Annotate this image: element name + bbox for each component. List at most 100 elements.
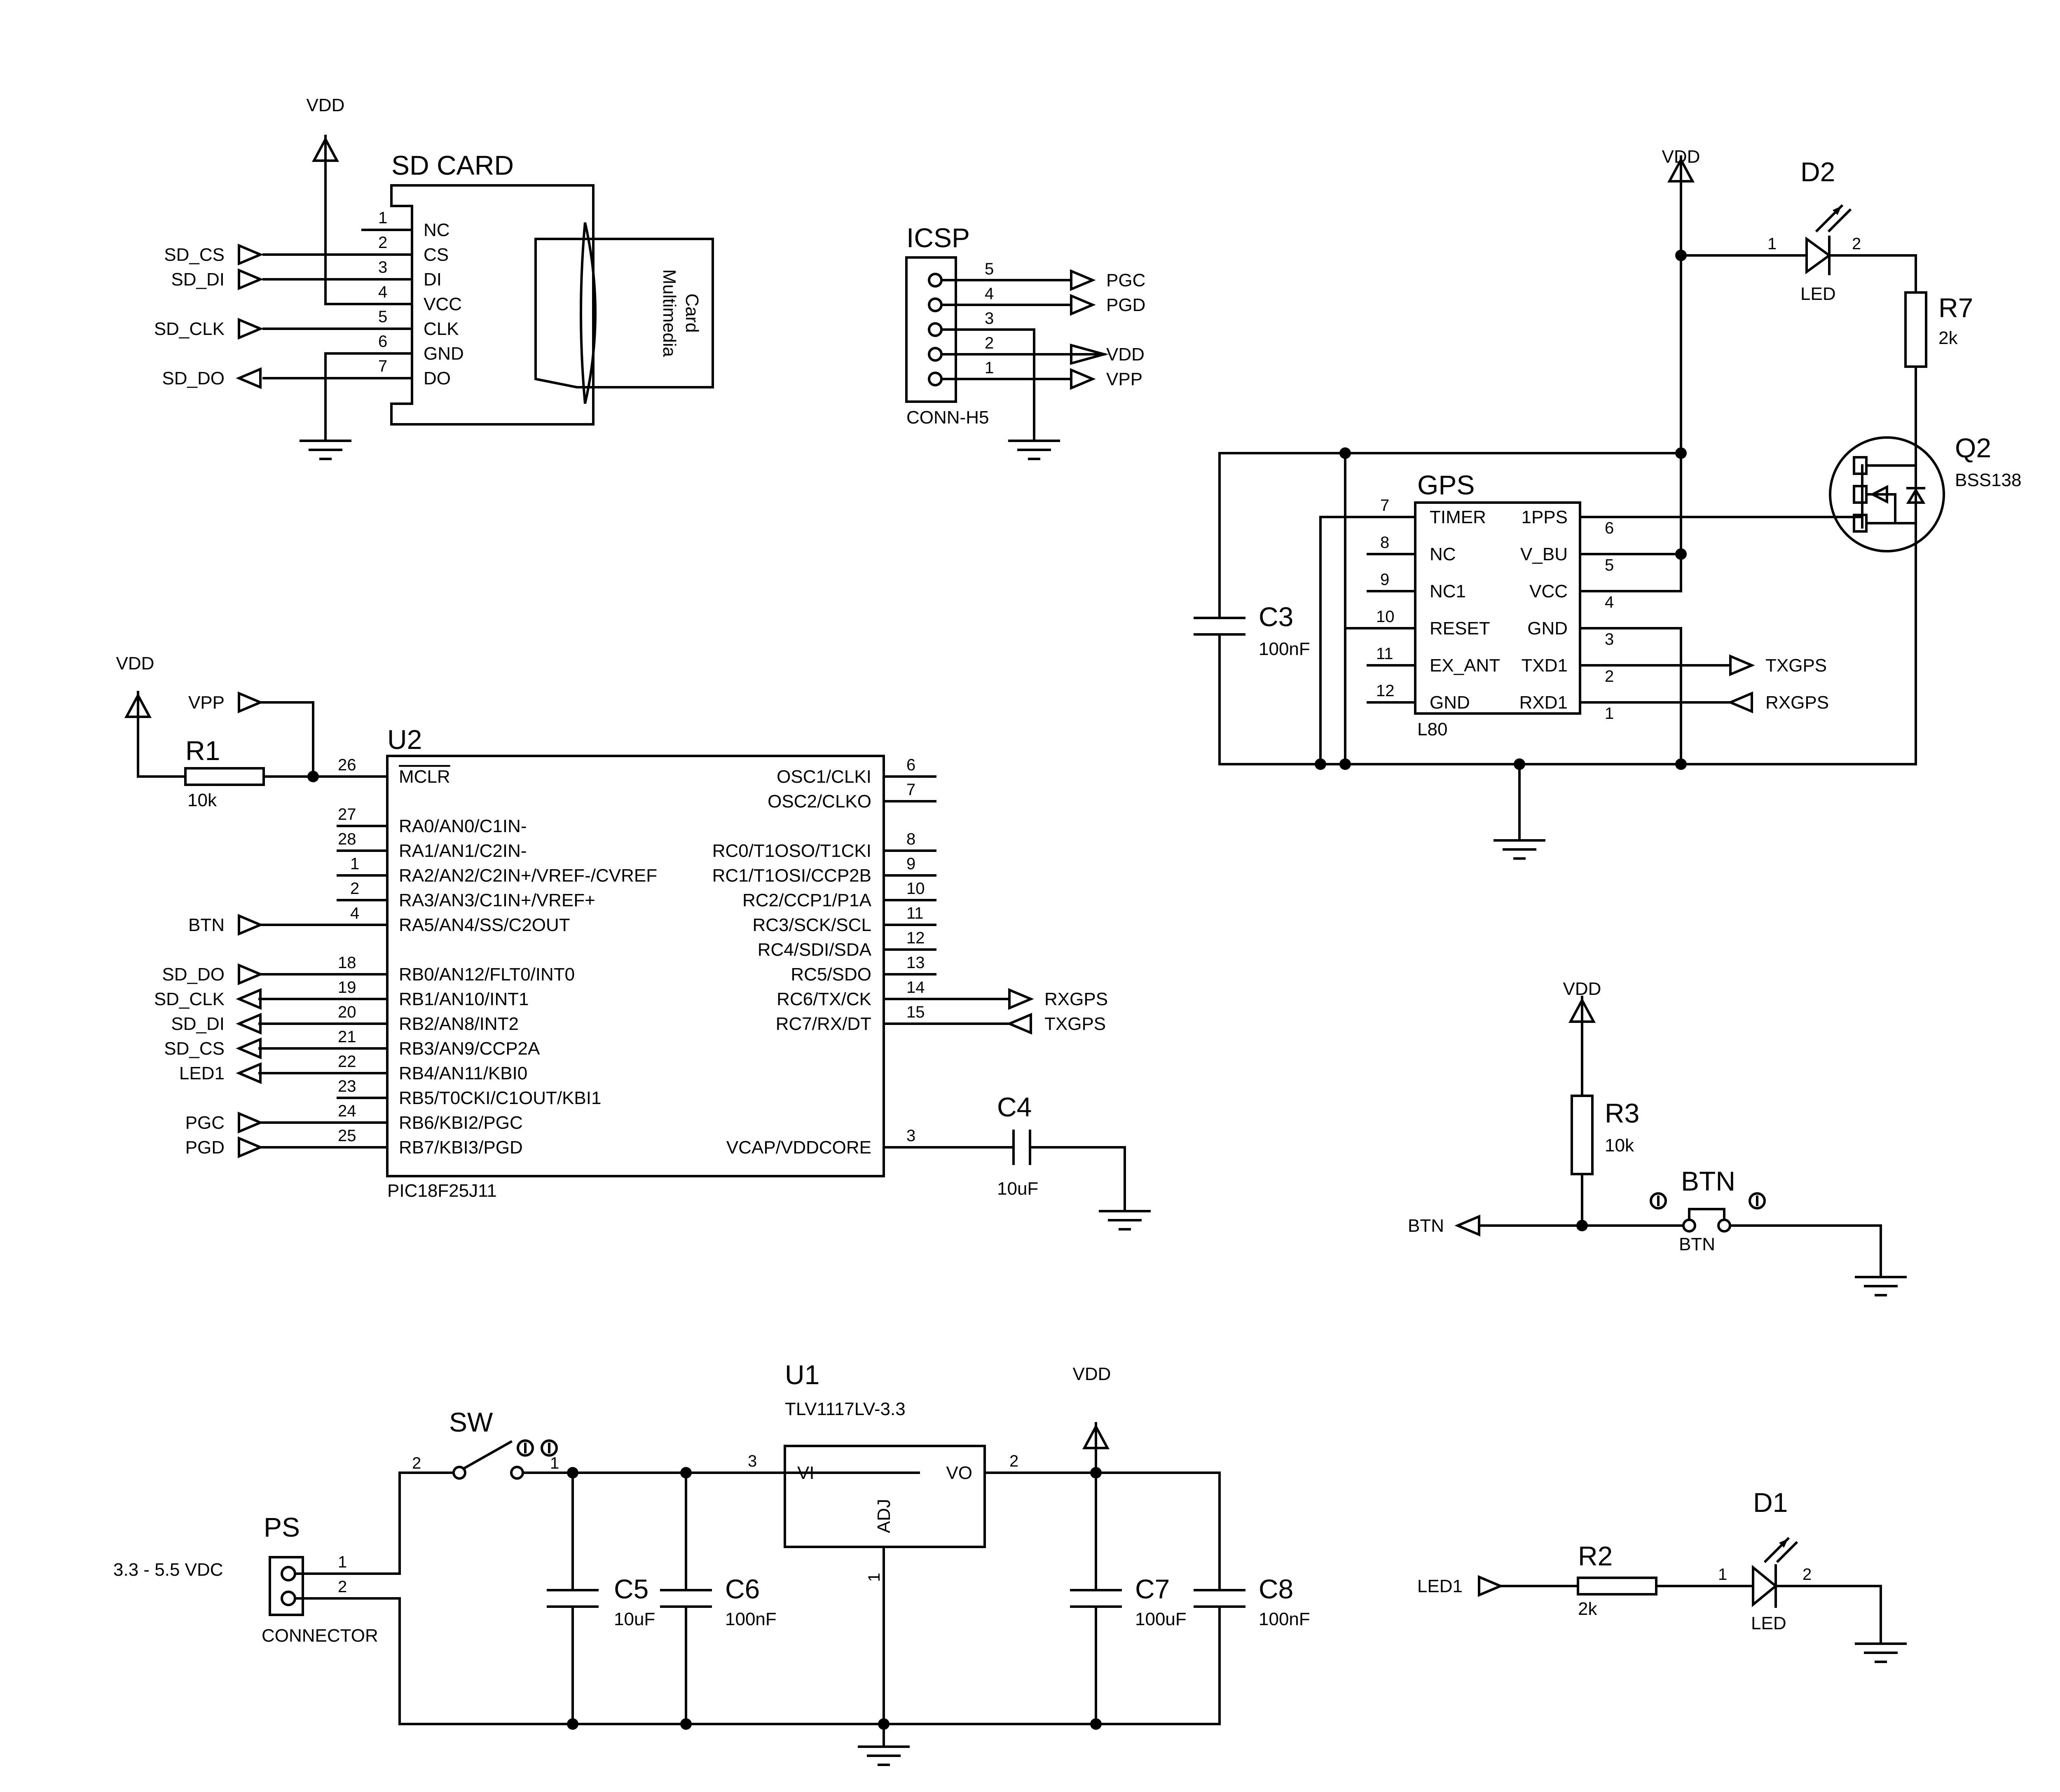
arrow-up-icon [1650,1192,1667,1209]
sdcard-pin-num: 2 [378,234,387,252]
port-output-symbol [1009,990,1031,1008]
sdcard-pin-num: 5 [378,308,387,326]
c5-ref: C5 [614,1574,648,1604]
gps-pin-name: GND [1430,692,1470,713]
c4-value: 10uF [997,1179,1038,1199]
u2-pin-name: RC6/TX/CK [777,989,871,1009]
net-label-btn: BTN [188,915,225,935]
u1-value: TLV1117LV-3.3 [785,1399,906,1419]
net-label-pgd: PGD [1106,295,1145,315]
u2-pin-num: 10 [906,880,925,898]
u2-pin-num: 7 [906,781,915,799]
u2-pin-name: VCAP/VDDCORE [726,1137,871,1158]
q2-ref: Q2 [1955,433,1991,463]
net-label-sd-cs: SD_CS [164,245,225,265]
ps-input-voltage: 3.3 - 5.5 VDC [113,1560,223,1580]
gps-pin-name: EX_ANT [1430,655,1500,676]
resistor-r2-body [1577,1577,1657,1595]
gps-pin-num: 3 [1605,630,1614,648]
capacitor-c4: C4 10uF [997,1092,1149,1229]
u2-pin-name: RC4/SDI/SDA [758,940,872,960]
u2-pin-name: RB4/AN11/KBI0 [399,1063,527,1083]
sdcard-body [390,184,595,426]
gps-pin-num: 9 [1380,571,1389,589]
sdcard-ref: SD CARD [391,150,514,180]
u1-vdd-label: VDD [1073,1364,1111,1384]
sdcard-card-label-2: Multimedia [659,269,679,357]
u2-body [386,755,885,1177]
u2-pin-name: RA0/AN0/C1IN- [399,816,527,836]
ps-value: CONNECTOR [262,1626,378,1646]
sdcard-pin-name: NC [424,220,450,240]
d2-pin2: 2 [1852,235,1861,253]
u2-value: PIC18F25J11 [387,1181,497,1201]
u2-pin-name: RC0/T1OSO/T1CKI [712,841,871,861]
gps-pin-num: 2 [1605,667,1614,685]
ps-connector-body [269,1556,304,1616]
gps-pin-name: RXD1 [1519,692,1568,713]
r7-value: 2k [1938,328,1958,348]
u2-pin-name: RC2/CCP1/P1A [742,890,872,910]
sdcard-vdd-label: VDD [307,95,345,115]
vdd-symbol [1084,1423,1107,1473]
port-input-symbol [239,246,260,264]
gps-ref: GPS [1417,470,1475,500]
net-label-txgps: TXGPS [1765,655,1827,676]
net-label-led1: LED1 [1417,1576,1463,1596]
button-contact [1717,1219,1731,1233]
net-label-sd-cs: SD_CS [164,1039,225,1059]
ground-symbol [1856,1261,1906,1295]
icsp-connector-block: ICSP CONN-H5 5 4 3 2 1 PGC PGD VDD VPP [905,222,1145,459]
icsp-ref: ICSP [906,222,970,253]
u2-pin-name: RA2/AN2/C2IN+/VREF-/CVREF [399,866,657,886]
gps-pin-num: 7 [1380,496,1389,515]
icsp-pin-num: 1 [985,359,994,377]
r7-ref: R7 [1938,292,1973,323]
u2-pin-name: RA1/AN1/C2IN- [399,841,527,861]
sdcard-pin-name: CLK [424,319,459,339]
d2-value: LED [1800,284,1836,304]
net-label-pgc: PGC [1106,270,1145,290]
sdcard-pin-num: 4 [378,283,387,301]
gps-pin-num: 8 [1380,533,1389,552]
gps-pin-name: 1PPS [1521,507,1568,527]
gps-value: L80 [1417,719,1447,739]
net-label-sd-di: SD_DI [171,269,225,290]
mosfet-q2-symbol [1829,436,1945,552]
net-label-rxgps: RXGPS [1765,692,1829,713]
net-label-sd-clk: SD_CLK [154,989,225,1009]
ground-symbol [301,424,350,459]
u2-pin-name: RB7/KBI3/PGD [399,1137,523,1158]
net-label-sd-do: SD_DO [162,368,225,388]
port-input-symbol [239,1114,260,1132]
sw-ref: SW [449,1407,493,1437]
port-input-symbol [239,1138,260,1156]
gps-pin-name: RESET [1430,618,1490,639]
vdd-port-symbol [1070,344,1109,365]
ps-pin1: 1 [338,1553,347,1571]
u2-pin-num: 8 [906,830,915,848]
arrow-down-icon [1749,1192,1766,1209]
u2-pin-name: RB6/KBI2/PGC [399,1113,523,1133]
gps-pin-num: 4 [1605,593,1614,611]
net-label-led1: LED1 [179,1063,225,1083]
r1-ref: R1 [185,735,220,766]
d2-pin1: 1 [1767,235,1777,253]
r3-ref: R3 [1605,1098,1639,1128]
net-label-vdd: VDD [1106,344,1145,365]
u2-pin-num: 4 [350,904,359,922]
btn-ref: BTN [1681,1166,1735,1196]
u2-pin-num: 23 [338,1077,356,1095]
u2-pin-num: 14 [906,978,925,997]
r2-value: 2k [1578,1599,1597,1619]
net-label-rxgps: RXGPS [1044,989,1108,1009]
arrow-down-icon [517,1439,534,1457]
ps-ref: PS [264,1512,300,1542]
gps-pin-name: TXD1 [1522,655,1568,676]
net-label-vpp: VPP [1106,369,1142,389]
port-output-symbol [239,1039,260,1057]
u2-pin-num: 12 [906,929,925,947]
d1-pin2: 2 [1802,1565,1812,1584]
gps-pin-num: 5 [1605,556,1614,574]
